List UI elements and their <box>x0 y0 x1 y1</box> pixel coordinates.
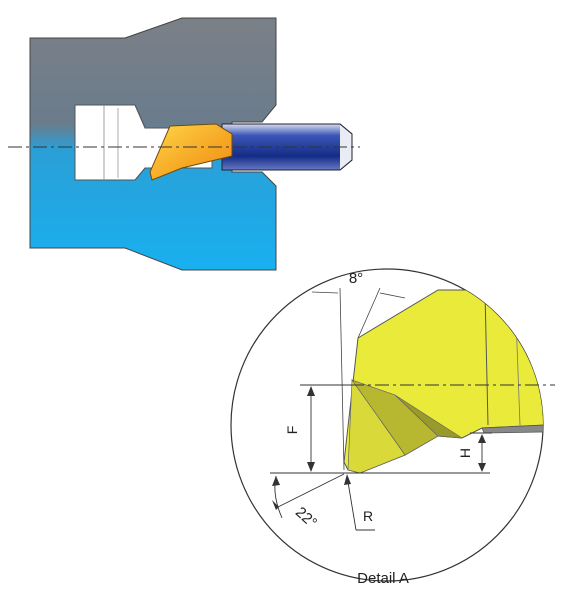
insert-bottom-wedge <box>481 424 543 434</box>
detail-caption: Detail A <box>357 570 409 587</box>
insert-line-1 <box>484 291 489 426</box>
dim-8-left-ext <box>311 291 339 294</box>
h-arrow-top <box>478 434 486 443</box>
dim-f-label: F <box>284 426 300 435</box>
f-arrow-top <box>307 386 315 396</box>
angle-22-arrow-top <box>272 476 280 486</box>
angle-22-line <box>275 473 345 509</box>
dim-h-label: H <box>457 448 473 458</box>
ref-line-vertical <box>339 287 345 471</box>
r-leader <box>346 475 357 531</box>
ref-line-angled <box>357 287 381 339</box>
boring-insert <box>149 123 233 181</box>
f-arrow-bottom <box>307 462 315 472</box>
angle-8-label: 8° <box>349 270 363 287</box>
radius-label: R <box>363 508 373 524</box>
angle-22-arrow-bottom <box>272 500 279 510</box>
detail-a: 8° F H 22° R Detail A <box>230 268 555 587</box>
workpiece-section <box>8 17 360 271</box>
dim-8-right-ext <box>379 292 406 299</box>
r-arrow <box>344 474 351 485</box>
h-arrow-bottom <box>478 463 486 472</box>
insert-facet-edge <box>394 394 463 439</box>
